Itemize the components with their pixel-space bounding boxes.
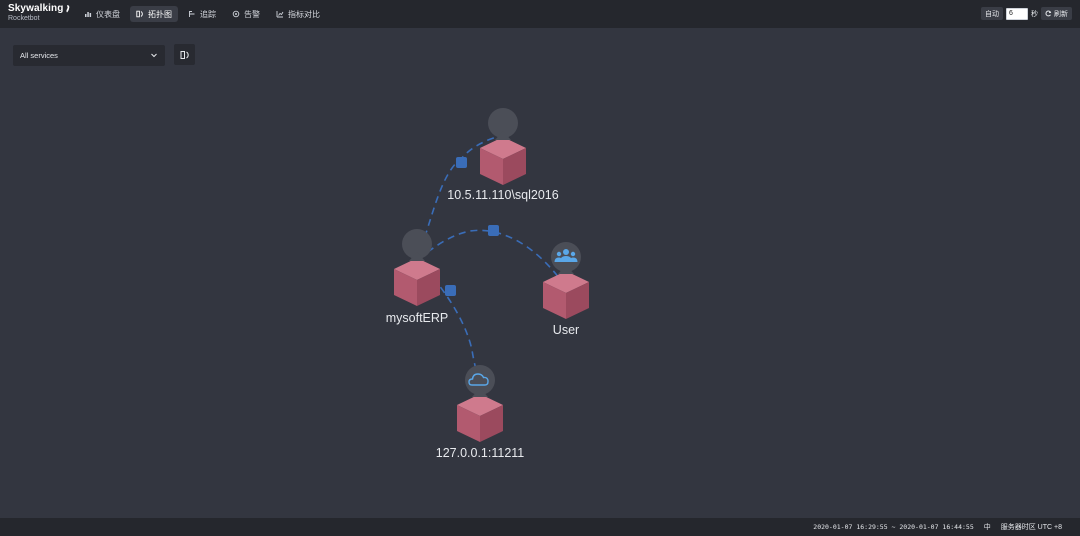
database-icon [488,108,518,138]
top-navbar: Skywalking Rocketbot 仪表盘 拓扑图 追踪 告警 指标对比 … [0,0,1080,28]
main-nav: 仪表盘 拓扑图 追踪 告警 指标对比 [78,6,326,22]
node-user[interactable] [543,242,589,319]
nav-dashboard-label: 仪表盘 [96,9,120,19]
edge-marker-erp-memcache[interactable] [445,285,456,296]
logo-arc-icon [64,4,71,14]
node-label-user: User [552,323,580,337]
nav-alarm[interactable]: 告警 [226,6,266,22]
refresh-controls: 自动 秒 刷新 [981,7,1072,20]
edge-marker-user-erp[interactable] [488,225,499,236]
node-label-mysofterp: mysoftERP [385,311,449,325]
edge-user-erp[interactable] [417,229,566,287]
nav-topology[interactable]: 拓扑图 [130,6,178,22]
node-sql2016[interactable] [480,108,526,185]
refresh-label: 刷新 [1054,10,1068,18]
node-label-sql2016: 10.5.11.110\sql2016 [447,188,559,202]
nav-compare[interactable]: 指标对比 [270,6,326,22]
node-label-memcache: 127.0.0.1:11211 [435,446,525,460]
dashboard-icon [84,10,92,18]
nav-topology-label: 拓扑图 [148,9,172,19]
topology-icon [136,10,144,18]
chevron-down-icon [151,53,157,58]
server-timezone[interactable]: 服务器时区 UTC +8 [1000,524,1062,531]
brand-subtitle: Rocketbot [8,15,40,22]
layout-icon [180,50,189,59]
service-icon [402,229,432,259]
service-select-value: All services [20,51,58,60]
memcache-badge [465,365,495,395]
compare-icon [276,10,284,18]
edge-marker-erp-sql[interactable] [456,157,467,168]
topology-canvas[interactable]: 10.5.11.110\sql2016 mysoftERP User 127.0… [0,28,1080,518]
brand-title: Skywalking [8,3,64,14]
auto-refresh-toggle[interactable]: 自动 [981,7,1003,20]
nav-trace[interactable]: 追踪 [182,6,222,22]
cloud-icon [468,373,489,386]
footer-bar: 2020-01-07 16:29:55 ~ 2020-01-07 16:44:5… [0,518,1080,536]
refresh-icon [1045,10,1052,17]
badge-pointer [409,252,425,261]
nav-compare-label: 指标对比 [288,9,320,19]
node-mysofterp[interactable] [394,229,440,306]
node-memcache[interactable] [457,365,503,442]
nav-trace-label: 追踪 [200,9,216,19]
language-toggle[interactable]: 中 [983,524,991,531]
alarm-icon [232,10,240,18]
nav-dashboard[interactable]: 仪表盘 [78,6,126,22]
nav-alarm-label: 告警 [244,9,260,19]
topology-layout-button[interactable] [174,44,195,65]
user-group-icon [554,249,578,262]
service-select[interactable]: All services [13,45,165,66]
time-range[interactable]: 2020-01-07 16:29:55 ~ 2020-01-07 16:44:5… [813,523,974,531]
topology-graph[interactable] [0,28,1080,518]
refresh-button[interactable]: 刷新 [1041,7,1072,20]
badge-pointer [495,131,511,140]
badge-pointer [558,265,574,274]
trace-icon [188,10,196,18]
interval-input[interactable] [1006,7,1028,20]
badge-pointer [472,388,488,397]
interval-unit: 秒 [1031,10,1038,18]
logo[interactable]: Skywalking Rocketbot [8,3,71,26]
